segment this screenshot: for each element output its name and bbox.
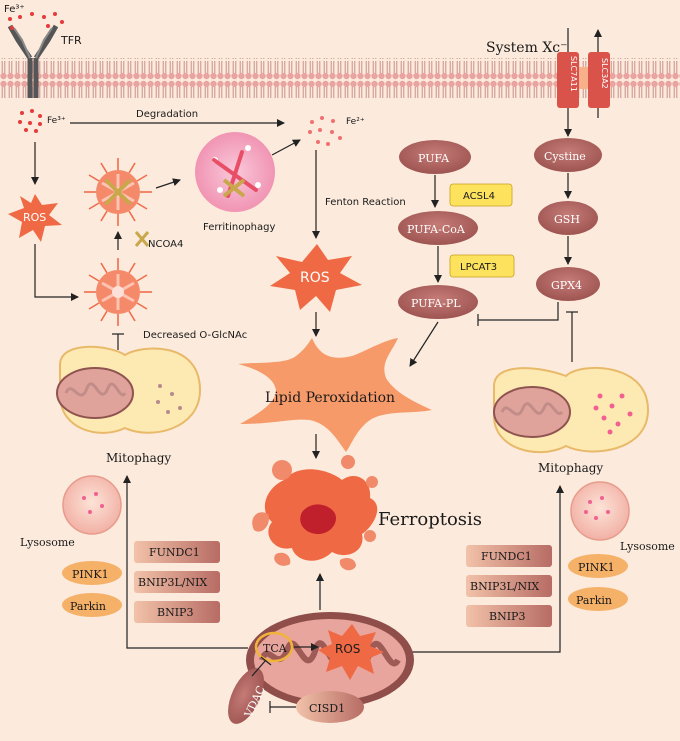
fe2-label: Fe²⁺: [346, 117, 365, 127]
pufa-coa-label: PUFA-CoA: [407, 223, 466, 236]
pink1-left-label: PINK1: [72, 568, 109, 581]
ferritinophagy-label: Ferritinophagy: [203, 222, 275, 233]
bnip3l-left-box: [134, 571, 220, 593]
parkin-right-label: Parkin: [576, 594, 612, 607]
vdac-inhibit-bar: [260, 656, 272, 666]
mito-to-left-mitophagy-arrow: [123, 475, 248, 649]
ferritinophagy-icon: [195, 132, 275, 212]
ros-center-star: [270, 244, 362, 312]
fundc1-left-box: [134, 541, 220, 563]
parkin-left-pill: [62, 593, 122, 617]
bnip3l-left-label: BNIP3L/NIX: [138, 576, 207, 589]
acsl4-label: ACSL4: [463, 191, 495, 202]
bnip3l-right-label: BNIP3L/NIX: [470, 580, 539, 593]
vdac-pill: [228, 668, 264, 724]
pufa-coa-pill: [398, 211, 478, 245]
fe3-top-label: Fe³⁺: [4, 4, 25, 15]
ferritin-bottom-icon: [84, 258, 152, 326]
lpcat3-label: LPCAT3: [460, 262, 497, 273]
mitophagy-left-label: Mitophagy: [106, 451, 171, 465]
slc7a11-label: SLC7A11: [569, 56, 578, 92]
pink1-right-label: PINK1: [578, 561, 615, 574]
lysosome-left-icon: [62, 475, 122, 535]
fe3-top-dots: [8, 12, 64, 30]
pufa-pl-to-lipid-arrow: [409, 321, 439, 367]
acsl4-box: [449, 183, 513, 207]
mitophagy-right-icon: [493, 366, 650, 454]
ferroptosis-label: Ferroptosis: [378, 509, 482, 530]
tca-cycle-icon: [254, 631, 294, 663]
pink1-left-pill: [62, 561, 122, 585]
fe3-mid-dots: [18, 109, 42, 133]
lpcat3-box: [449, 254, 515, 278]
ferritinophagy-to-fe2-arrow: [271, 139, 301, 156]
bnip3-right-box: [466, 605, 552, 627]
ferroptosis-cell-icon: [252, 455, 378, 571]
fe3-mid-label: Fe³⁺: [47, 116, 66, 126]
ncoa4-label: NCOA4: [148, 239, 183, 250]
gpx4-label: GPX4: [551, 279, 582, 292]
parkin-right-pill: [568, 587, 628, 611]
ncoa4-icon: [134, 231, 150, 247]
lysosome-right-label: Lysosome: [620, 540, 675, 553]
parkin-left-label: Parkin: [70, 600, 106, 613]
tfr-label: TFR: [60, 34, 82, 47]
pink1-right-pill: [568, 554, 628, 578]
mitophagy-right-label: Mitophagy: [538, 461, 603, 475]
lipid-peroxidation-star: [238, 338, 432, 452]
fe2-dots: [308, 116, 342, 146]
fundc1-left-label: FUNDC1: [149, 546, 200, 559]
cisd1-pill: [296, 691, 364, 723]
fundc1-right-label: FUNDC1: [481, 550, 532, 563]
gpx4-inhibits-pufa-pl: [478, 302, 559, 321]
gsh-label: GSH: [554, 213, 580, 226]
lysosome-left-label: Lysosome: [20, 536, 75, 549]
slc3a2-label: SLC3A2: [600, 58, 609, 89]
cystine-pill: [534, 138, 602, 172]
cisd1-label: CISD1: [309, 702, 345, 715]
pufa-label: PUFA: [418, 152, 450, 165]
ros-to-ferritin-arrow: [34, 244, 79, 301]
ferritin-top-icon: [84, 158, 152, 226]
bnip3-left-label: BNIP3: [157, 606, 193, 619]
pufa-pl-pill: [398, 285, 478, 319]
decreased-oglcnac-label: Decreased O-GlcNAc: [143, 330, 247, 341]
tca-label: TCA: [263, 642, 288, 655]
lysosome-right-icon: [570, 481, 630, 541]
ros-center-label: ROS: [300, 270, 330, 286]
gpx4-pill: [536, 267, 600, 301]
lipid-peroxidation-label: Lipid Peroxidation: [265, 390, 395, 406]
bnip3l-right-box: [466, 575, 552, 597]
slc-connector: [578, 67, 588, 89]
ferritin-to-ferritinophagy-arrow: [155, 178, 181, 189]
mito-to-right-mitophagy-arrow: [412, 485, 564, 653]
degradation-label: Degradation: [136, 109, 198, 120]
fundc1-right-box: [466, 545, 552, 567]
slc7a11-box: [557, 52, 579, 108]
vdac-inhibit-tca: [251, 659, 267, 677]
cystine-label: Cystine: [544, 150, 586, 163]
bnip3-right-label: BNIP3: [489, 610, 525, 623]
fenton-label: Fenton Reaction: [325, 197, 406, 208]
ros-mito-star: [318, 624, 384, 680]
tfr-receptor-icon: [7, 24, 59, 98]
bnip3-left-box: [134, 601, 220, 623]
pufa-pl-label: PUFA-PL: [411, 297, 461, 310]
gsh-pill: [538, 201, 598, 235]
mitophagy-left-icon: [56, 345, 202, 434]
slc3a2-box: [588, 52, 610, 108]
pufa-pill: [399, 140, 471, 174]
ros-left-star: [8, 194, 62, 242]
system-xc-label: System Xc⁻: [486, 40, 568, 56]
ros-mito-label: ROS: [335, 642, 360, 656]
ros-left-label: ROS: [23, 211, 46, 224]
